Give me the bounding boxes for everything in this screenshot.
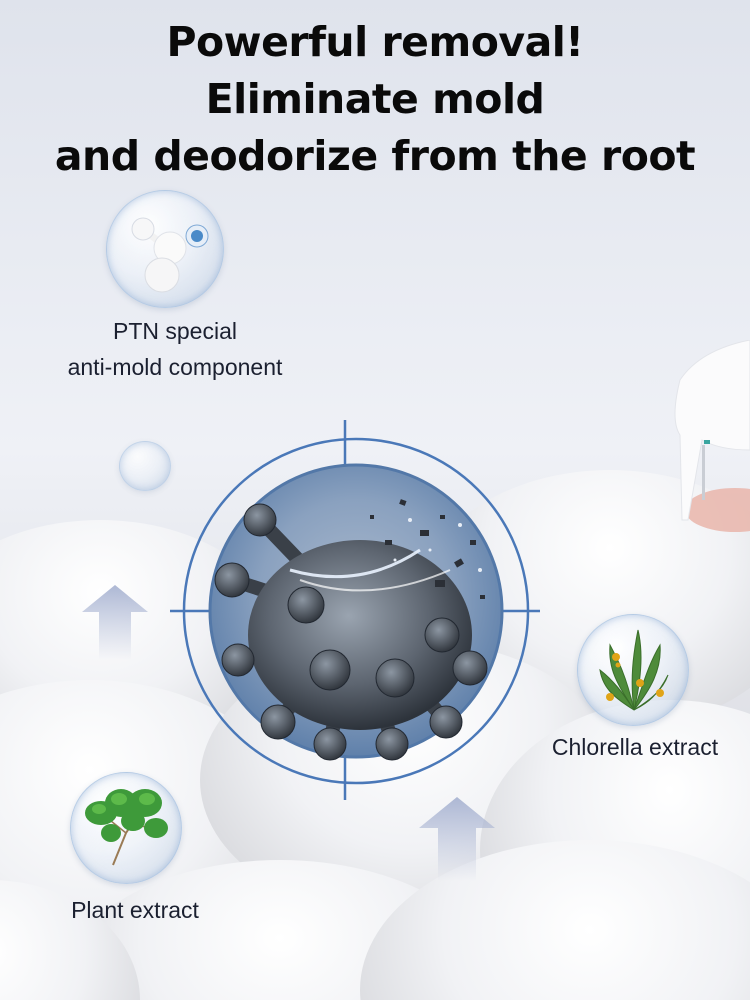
spray-bottle-icon <box>640 339 750 540</box>
headline-line-3: and deodorize from the root <box>54 132 696 180</box>
plant-sprig-icon <box>70 772 182 884</box>
floating-bubble-icon <box>119 441 171 491</box>
seaweed-icon <box>577 614 689 726</box>
feature-label-plant: Plant extract <box>71 897 199 923</box>
up-arrow-icon <box>419 797 495 881</box>
feature-label-ptn-line-2: anti-mold component <box>67 354 283 380</box>
feature-label-ptn: PTN special anti-mold component <box>30 313 320 385</box>
headline-line-1: Powerful removal! <box>166 18 584 66</box>
mold-virus-target-icon <box>170 420 540 800</box>
feature-label-chlorella: Chlorella extract <box>551 734 719 760</box>
feature-label-ptn-line-1: PTN special <box>113 318 237 344</box>
molecule-icon <box>106 190 224 308</box>
headline: Powerful removal! Eliminate mold and deo… <box>0 14 750 185</box>
headline-line-2: Eliminate mold <box>205 75 545 123</box>
up-arrow-icon <box>82 585 148 660</box>
